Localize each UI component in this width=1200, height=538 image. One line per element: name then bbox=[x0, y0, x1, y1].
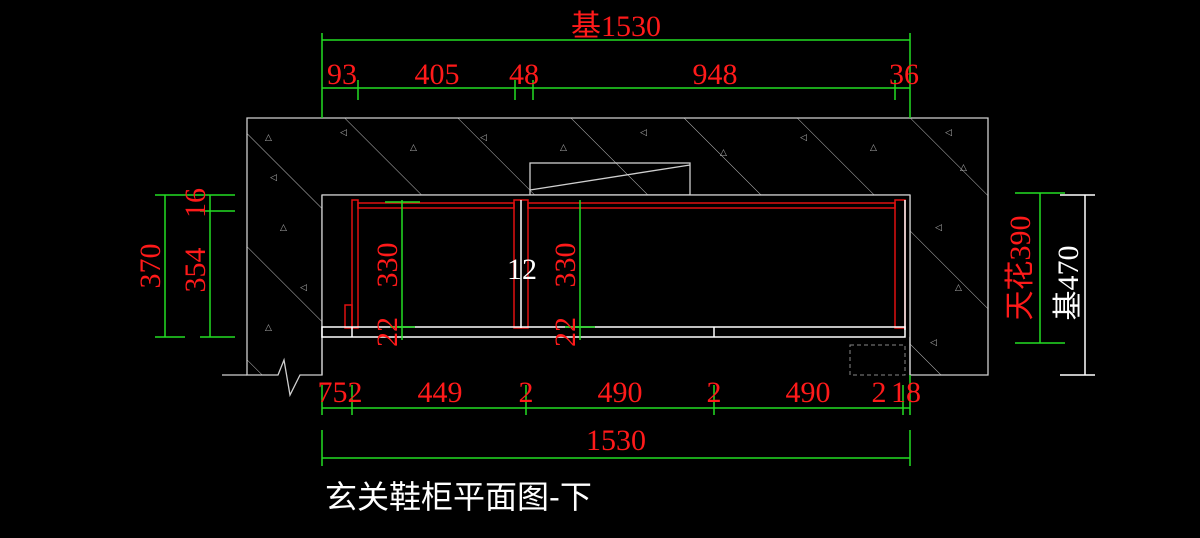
svg-text:△: △ bbox=[410, 143, 417, 153]
cabinet-depth-dimensions: 330 22 330 22 12 bbox=[371, 200, 595, 347]
svg-text:△: △ bbox=[280, 223, 287, 233]
dimension-label: 405 bbox=[415, 58, 460, 91]
dimension-label: 16 bbox=[179, 188, 212, 218]
room-interior bbox=[322, 195, 910, 337]
dimension-label: 2 bbox=[519, 376, 534, 409]
dimension-label: 93 bbox=[327, 58, 357, 91]
drawing-title: 玄关鞋柜平面图-下 bbox=[325, 478, 592, 516]
svg-text:△: △ bbox=[265, 133, 272, 143]
svg-text:△: △ bbox=[870, 143, 877, 153]
svg-text:△: △ bbox=[960, 163, 967, 173]
svg-text:◁: ◁ bbox=[640, 128, 647, 138]
floor-outline bbox=[849, 344, 906, 376]
svg-text:△: △ bbox=[955, 283, 962, 293]
dimension-label: 基1530 bbox=[571, 10, 661, 43]
dimension-label: 2 bbox=[707, 376, 722, 409]
svg-text:△: △ bbox=[560, 143, 567, 153]
top-overall-dimension: 基1530 bbox=[321, 10, 911, 118]
top-segment-dimensions: 93 405 48 948 36 bbox=[322, 58, 919, 100]
dimension-label: 490 bbox=[786, 376, 831, 409]
dimension-label: 948 bbox=[693, 58, 738, 91]
svg-text:◁: ◁ bbox=[300, 283, 307, 293]
dimension-label: 18 bbox=[891, 376, 921, 409]
dimension-label: 天花390 bbox=[1004, 216, 1037, 321]
dimension-label: 752 bbox=[318, 376, 363, 409]
dimension-label: 449 bbox=[418, 376, 463, 409]
svg-text:◁: ◁ bbox=[340, 128, 347, 138]
svg-text:◁: ◁ bbox=[935, 223, 942, 233]
dimension-label: 48 bbox=[509, 58, 539, 91]
dimension-label: 1530 bbox=[586, 424, 646, 457]
bottom-segment-dimensions: 752 449 2 490 2 490 2 18 bbox=[318, 375, 921, 415]
shoe-cabinet bbox=[321, 199, 906, 338]
dimension-label: 22 bbox=[371, 317, 404, 347]
dimension-label: 330 bbox=[549, 243, 582, 288]
dimension-label: 36 bbox=[889, 58, 919, 91]
dimension-label: 22 bbox=[549, 317, 582, 347]
right-dimensions: 天花390 基470 bbox=[1004, 192, 1095, 376]
dimension-label: 基470 bbox=[1052, 246, 1085, 321]
dimension-label: 330 bbox=[371, 243, 404, 288]
svg-text:△: △ bbox=[720, 148, 727, 158]
dimension-label: 354 bbox=[179, 248, 212, 293]
svg-text:△: △ bbox=[265, 323, 272, 333]
svg-text:◁: ◁ bbox=[800, 133, 807, 143]
svg-text:◁: ◁ bbox=[480, 133, 487, 143]
dimension-label: 12 bbox=[507, 253, 537, 286]
dimension-label: 2 bbox=[872, 376, 887, 409]
svg-text:◁: ◁ bbox=[930, 338, 937, 348]
dimension-label: 490 bbox=[598, 376, 643, 409]
svg-text:◁: ◁ bbox=[270, 173, 277, 183]
left-dimensions: 370 354 16 bbox=[134, 188, 235, 338]
svg-text:◁: ◁ bbox=[945, 128, 952, 138]
bottom-overall-dimension: 1530 bbox=[321, 424, 911, 466]
dimension-label: 370 bbox=[134, 244, 167, 289]
